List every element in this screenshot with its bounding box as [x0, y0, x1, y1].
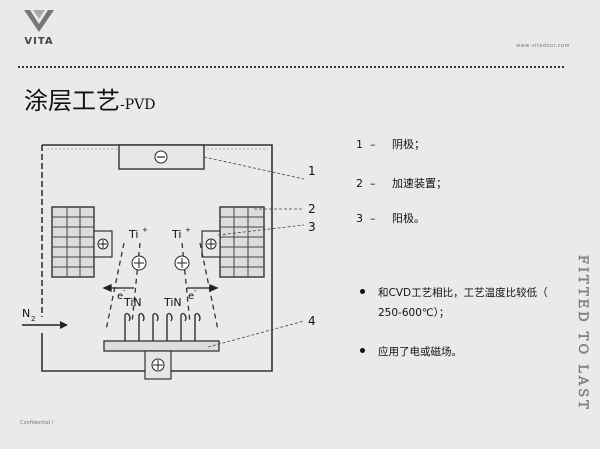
cathode [118, 144, 205, 170]
electron-left-charge: - [123, 287, 126, 295]
bullet-text-line2: 250-600℃）； [378, 307, 450, 319]
bullet-item-1: 和CVD工艺相比，工艺温度比较低（ 250-600℃）； [360, 283, 548, 323]
n2-gas-inlet: N 2 [22, 307, 68, 329]
component-dash: – [370, 177, 376, 190]
n2-label: N [22, 307, 30, 320]
bullet-dot-icon [360, 348, 365, 353]
substrate-holder [103, 312, 220, 380]
page-title-main: 涂层工艺 [24, 87, 120, 115]
vita-logo-mark-icon [24, 10, 54, 32]
page-title: 涂层工艺-PVD [24, 86, 156, 120]
bullet-dot-icon [360, 289, 365, 294]
component-item-1: 1– 阴极； [356, 136, 425, 152]
electron-right-charge: - [194, 287, 197, 295]
component-item-2: 2– 加速装置； [356, 175, 447, 191]
component-label: 阳极。 [392, 212, 425, 225]
tagline: FITTED TO LAST [575, 255, 591, 412]
page-title-suffix: -PVD [120, 97, 156, 113]
callout-1: 1 [308, 164, 316, 178]
callout-3: 3 [308, 220, 316, 234]
n2-subscript: 2 [31, 315, 35, 323]
footer-label: Confidential / [20, 420, 54, 426]
component-number: 1 [356, 138, 363, 151]
component-dash: – [370, 212, 376, 225]
left-target-assembly [51, 206, 113, 278]
bullet-text-line1: 应用了电或磁场。 [378, 346, 462, 358]
ti-ion-right-label: Ti [171, 228, 181, 241]
electron-flow-arrows [102, 284, 219, 292]
component-dash: – [370, 138, 376, 151]
component-number: 2 [356, 177, 363, 190]
callout-4: 4 [308, 314, 316, 328]
electron-right-label: e [188, 291, 194, 302]
electron-left-label: e [117, 291, 123, 302]
component-label: 阴极； [392, 138, 425, 151]
tin-left-label: TiN [123, 296, 142, 309]
ti-ion-left-charge: + [142, 226, 148, 234]
site-url: www.vitadoor.com [516, 43, 570, 49]
right-target-assembly [201, 206, 265, 278]
ti-ion-right-charge: + [185, 226, 191, 234]
bullet-item-2: 应用了电或磁场。 [360, 342, 462, 362]
component-item-3: 3– 阳极。 [356, 210, 425, 226]
component-number: 3 [356, 212, 363, 225]
vita-logo: VITA [14, 8, 64, 56]
callout-2: 2 [308, 202, 316, 216]
ti-ion-left-label: Ti [128, 228, 138, 241]
bullet-text-line1: 和CVD工艺相比，工艺温度比较低（ [378, 287, 548, 299]
callout-leaders [203, 156, 305, 348]
tin-right-label: TiN [163, 296, 182, 309]
logo-text: VITA [24, 36, 54, 47]
ti-ions: Ti + Ti + [128, 226, 191, 271]
component-label: 加速装置； [392, 177, 447, 190]
header-divider [18, 66, 564, 68]
pvd-chamber-diagram: Ti + Ti + e - TiN TiN e - N 2 [22, 144, 316, 380]
